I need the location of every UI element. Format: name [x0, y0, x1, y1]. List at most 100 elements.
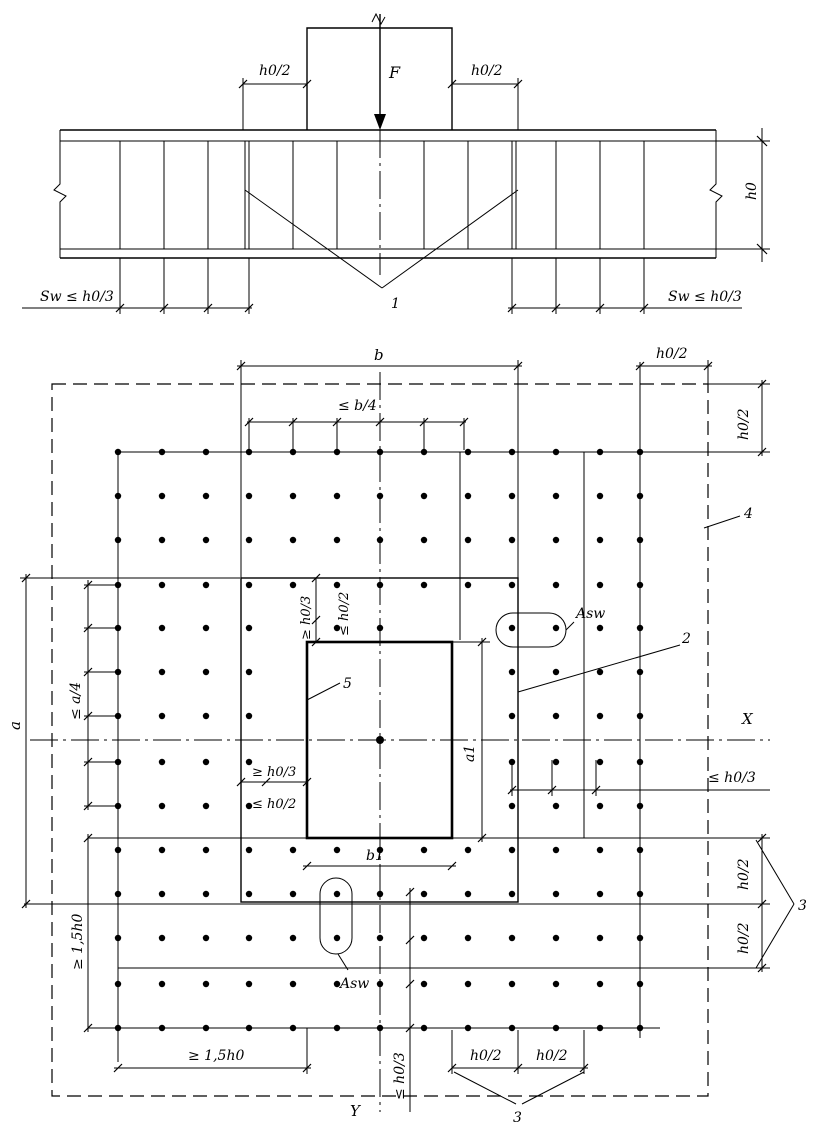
stud-dot	[552, 758, 560, 766]
stud-dot	[508, 890, 516, 898]
svg-text:h0/2: h0/2	[470, 1048, 502, 1064]
stud-dot	[420, 980, 428, 988]
stud-dot	[552, 934, 560, 942]
stud-dot	[596, 448, 604, 456]
stud-dot	[289, 846, 297, 854]
stud-dot	[245, 934, 253, 942]
stud-dot	[333, 624, 341, 632]
dim-a1: a1	[452, 637, 490, 843]
stud-dot	[508, 536, 516, 544]
stud-dot	[158, 1024, 166, 1032]
svg-text:Sw ≤ h0/3: Sw ≤ h0/3	[668, 289, 742, 305]
stud-dot	[245, 802, 253, 810]
stud-dot	[333, 448, 341, 456]
stud-dot	[289, 890, 297, 898]
stud-rail-bottom	[319, 877, 353, 955]
stud-dot	[376, 492, 384, 500]
shear-stud-grid	[114, 448, 644, 1032]
stud-dot	[158, 802, 166, 810]
stud-dot	[245, 890, 253, 898]
stud-dot	[333, 581, 341, 589]
stud-dot	[289, 536, 297, 544]
svg-text:h0/2: h0/2	[259, 63, 291, 79]
stud-dot	[202, 980, 210, 988]
stud-dot	[508, 668, 516, 676]
svg-text:≤ b/4: ≤ b/4	[338, 398, 377, 414]
stud-dot	[508, 1024, 516, 1032]
stud-dot	[114, 846, 122, 854]
svg-text:b1: b1	[366, 848, 384, 864]
svg-text:b: b	[374, 346, 384, 364]
stud-dot	[114, 934, 122, 942]
stud-dot	[596, 758, 604, 766]
stud-dot	[158, 846, 166, 854]
stud-dot	[202, 1024, 210, 1032]
dim-h0-third-bottom: ≤ h0/3	[392, 887, 415, 1112]
slab-break-left	[53, 130, 67, 258]
stud-dot	[464, 536, 472, 544]
stud-dot	[464, 846, 472, 854]
stud-dot	[376, 448, 384, 456]
svg-text:≥ h0/3: ≥ h0/3	[299, 596, 314, 640]
stud-dot	[636, 448, 644, 456]
elevation-view: F	[22, 12, 770, 314]
stud-dot	[464, 448, 472, 456]
punching-cone-right	[381, 189, 519, 289]
dim-h0-elevation: h0	[716, 128, 770, 262]
stud-dot	[420, 846, 428, 854]
stud-dot	[636, 890, 644, 898]
stud-dot	[333, 536, 341, 544]
stud-dot	[376, 934, 384, 942]
stud-dot	[114, 1024, 122, 1032]
stud-dot	[333, 890, 341, 898]
stud-dot	[376, 536, 384, 544]
stud-dot	[508, 934, 516, 942]
stud-dot	[464, 934, 472, 942]
stud-dot	[376, 1024, 384, 1032]
stud-dot	[245, 668, 253, 676]
stud-dot	[289, 934, 297, 942]
stud-dot	[552, 846, 560, 854]
svg-text:≤ h0/2: ≤ h0/2	[252, 797, 296, 812]
svg-text:a: a	[6, 721, 24, 730]
stud-dot	[158, 980, 166, 988]
stud-dot	[333, 492, 341, 500]
svg-text:h0/2: h0/2	[536, 1048, 568, 1064]
stud-dot	[552, 980, 560, 988]
stud-dot	[596, 624, 604, 632]
stud-dot	[636, 802, 644, 810]
svg-text:h0/2: h0/2	[736, 408, 752, 440]
stud-dot	[636, 980, 644, 988]
stud-dot	[202, 624, 210, 632]
stud-dot	[202, 492, 210, 500]
stud-dot	[420, 581, 428, 589]
svg-text:≥ 1,5h0: ≥ 1,5h0	[70, 914, 86, 970]
dim-a-quarter: ≤ a/4	[68, 580, 118, 811]
stud-dot	[114, 536, 122, 544]
dim-h0-half-elevation-left: h0/2	[238, 63, 312, 130]
stud-dot	[464, 492, 472, 500]
stud-dot	[508, 712, 516, 720]
dim-1-5h0-horizontal: ≥ 1,5h0	[113, 1028, 312, 1074]
stud-dot	[333, 980, 341, 988]
dim-b: b	[236, 346, 523, 371]
stirrups-left	[119, 141, 338, 249]
stud-dot	[158, 581, 166, 589]
axis-y-label: Y	[350, 1102, 362, 1120]
svg-text:≥ 1,5h0: ≥ 1,5h0	[188, 1048, 244, 1064]
svg-text:h0/2: h0/2	[736, 858, 752, 890]
stud-dot	[596, 934, 604, 942]
stud-dot	[202, 448, 210, 456]
stud-dot	[245, 581, 253, 589]
stud-dot	[158, 890, 166, 898]
stud-dot	[114, 980, 122, 988]
svg-text:h0: h0	[744, 182, 760, 200]
stud-dot	[508, 448, 516, 456]
slab-break-right	[709, 130, 723, 258]
stud-dot	[333, 1024, 341, 1032]
stud-dot	[636, 758, 644, 766]
stud-dot	[596, 846, 604, 854]
stud-dot	[596, 668, 604, 676]
dim-spacing-right: Sw ≤ h0/3	[507, 258, 742, 314]
stud-dot	[596, 980, 604, 988]
